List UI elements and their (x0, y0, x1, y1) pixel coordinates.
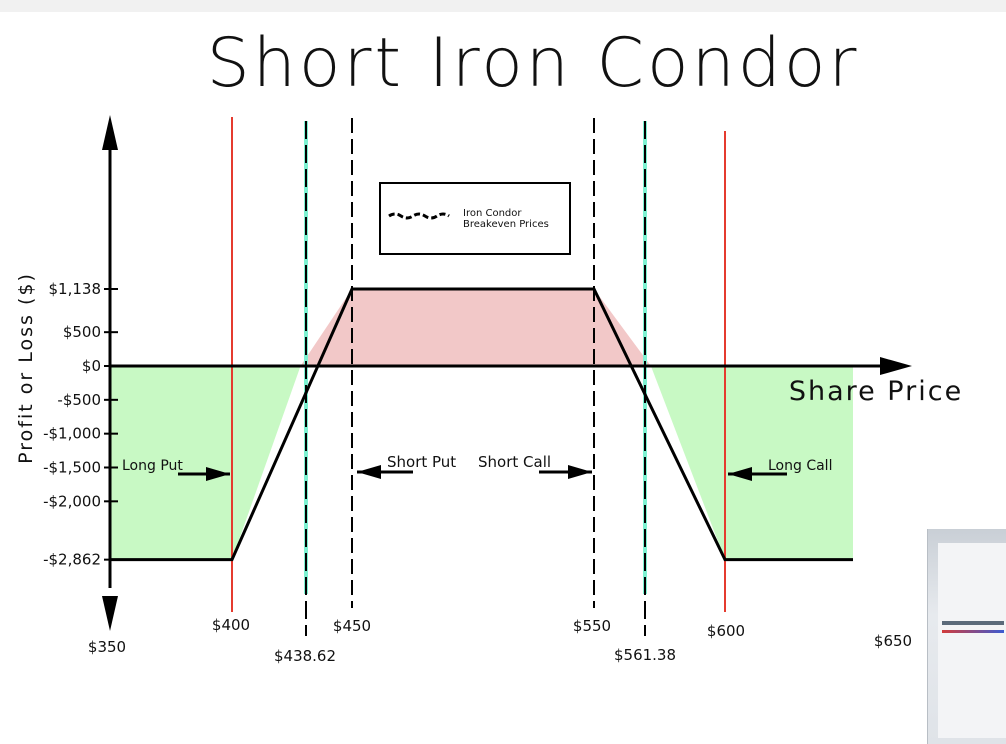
legend-label: Breakeven Prices (463, 219, 549, 230)
thumbnail-stripe-color (942, 630, 1004, 633)
chart-title: Short Iron Condor (206, 24, 860, 103)
legend-box (379, 182, 571, 255)
y-tick-label: -$500 (57, 391, 101, 409)
y-axis-arrow-down (102, 596, 118, 631)
long-call-arrow-head (728, 467, 752, 481)
x-tick-label: $450 (333, 617, 371, 635)
y-tick-label: -$2,862 (43, 551, 101, 569)
thumbnail-sheet (938, 543, 1006, 738)
x-axis-label: Share Price (789, 376, 963, 407)
x-tick-label: $400 (212, 616, 250, 634)
x-tick-label: $550 (573, 617, 611, 635)
y-tick-label: $1,138 (49, 280, 102, 298)
annotation-long-put: Long Put (122, 458, 183, 474)
top-bar (0, 0, 1006, 12)
x-tick-label: $561.38 (614, 646, 676, 664)
profit-area (300, 289, 651, 366)
annotation-long-call: Long Call (768, 458, 832, 474)
y-axis-label: Profit or Loss ($) (15, 272, 37, 464)
short-put-arrow-head (357, 465, 381, 479)
x-tick-label: $600 (707, 622, 745, 640)
legend-swatch (388, 212, 450, 220)
y-axis-arrow-up (102, 115, 118, 150)
x-axis-arrow (880, 357, 912, 375)
annotation-short-call: Short Call (478, 453, 551, 471)
y-tick-label: $500 (63, 323, 101, 341)
annotation-short-put: Short Put (387, 453, 456, 471)
x-tick-label: $350 (88, 638, 126, 656)
x-tick-label: $438.62 (274, 647, 336, 665)
y-tick-label: -$2,000 (43, 492, 101, 510)
legend-label: Iron Condor (463, 208, 522, 219)
y-tick-label: $0 (82, 357, 101, 375)
y-tick-label: -$1,000 (43, 425, 101, 443)
payoff-line (110, 287, 853, 562)
short-call-arrow-head (568, 465, 592, 479)
long-put-arrow-head (206, 467, 230, 481)
video-thumbnail[interactable] (927, 529, 1006, 744)
loss-area-left (110, 366, 301, 560)
thumbnail-stripe (942, 621, 1004, 625)
loss-area-right (650, 366, 853, 560)
x-tick-label: $650 (874, 632, 912, 650)
y-tick-label: -$1,500 (43, 458, 101, 476)
